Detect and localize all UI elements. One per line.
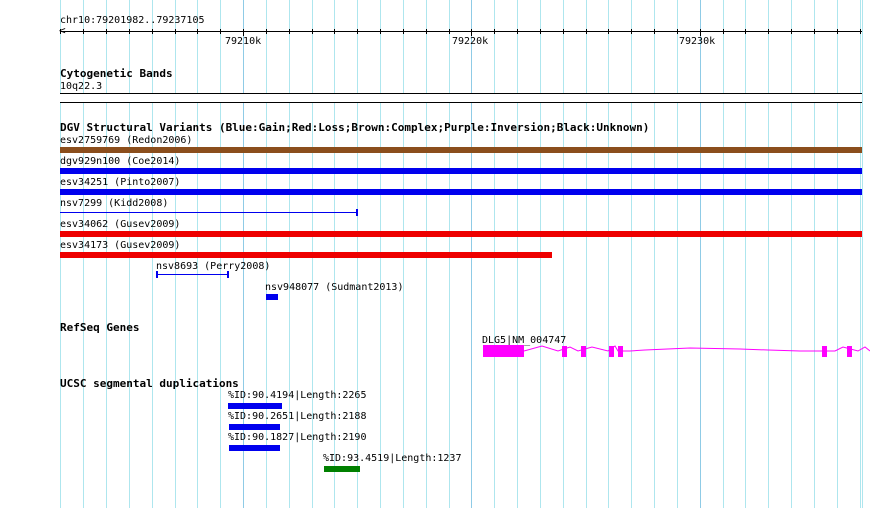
ruler-tick: [106, 29, 107, 34]
exon: [562, 346, 567, 357]
variant-bar[interactable]: [60, 189, 862, 195]
exon: [581, 346, 586, 357]
grid-line: [862, 0, 863, 508]
segdup-label: %ID:90.1827|Length:2190: [228, 432, 367, 443]
ruler-tick: [197, 29, 198, 34]
grid-line: [631, 0, 632, 508]
variant-label: esv34251 (Pinto2007): [60, 177, 181, 188]
variant-bar[interactable]: [156, 274, 228, 275]
ruler-tick: [517, 29, 518, 34]
grid-line: [608, 0, 609, 508]
ruler-axis: [60, 31, 862, 32]
ruler-tick: [266, 29, 267, 34]
variant-label: esv34173 (Gusev2009): [60, 240, 181, 251]
ruler-tick: [654, 29, 655, 34]
exon: [483, 345, 524, 357]
grid-line: [586, 0, 587, 508]
variant-bar[interactable]: [60, 231, 862, 237]
grid-line: [837, 0, 838, 508]
gene-model[interactable]: [480, 340, 870, 362]
ruler-tick: [357, 29, 358, 34]
variant-bar[interactable]: [60, 168, 862, 174]
ruler-tick: [449, 29, 450, 34]
variant-end-tick: [227, 271, 229, 278]
grid-line: [677, 0, 678, 508]
variant-end-tick: [356, 209, 358, 216]
ruler-tick: [723, 29, 724, 34]
grid-line: [654, 0, 655, 508]
ruler-tick: [220, 29, 221, 34]
variant-bar[interactable]: [60, 147, 862, 153]
grid-line: [723, 0, 724, 508]
ruler-tick: [426, 29, 427, 34]
ruler-label: 79220k: [452, 36, 489, 47]
ruler-tick: [334, 29, 335, 34]
ruler-tick: [631, 29, 632, 34]
segdup-label: %ID:93.4519|Length:1237: [323, 453, 462, 464]
variant-label: nsv8693 (Perry2008): [156, 261, 271, 272]
exon: [847, 346, 852, 357]
ruler-tick: [540, 29, 541, 34]
ruler-tick: [745, 29, 746, 34]
exon: [609, 346, 614, 357]
cytoband-bar[interactable]: [60, 93, 862, 103]
ruler-location: chr10:79201982..79237105: [60, 15, 205, 26]
ruler-tick: [791, 29, 792, 34]
ruler-tick: [837, 29, 838, 34]
segdup-bar[interactable]: [229, 445, 280, 451]
ruler-tick: [494, 29, 495, 34]
segdup-bar[interactable]: [228, 403, 282, 409]
track-title-refseq[interactable]: RefSeq Genes: [60, 321, 140, 334]
ruler-tick: [312, 29, 313, 34]
ruler-tick: [175, 29, 176, 34]
ruler-tick: [403, 29, 404, 34]
ruler-label: 79210k: [225, 36, 262, 47]
ruler-tick: [586, 29, 587, 34]
variant-label: esv34062 (Gusev2009): [60, 219, 181, 230]
cytoband-label: 10q22.3: [60, 81, 103, 92]
ruler-label: 79230k: [679, 36, 716, 47]
variant-bar[interactable]: [266, 294, 278, 300]
ruler-tick: [243, 29, 244, 36]
ruler-tick: [471, 29, 472, 36]
ruler-tick: [677, 29, 678, 34]
variant-label: esv2759769 (Redon2006): [60, 135, 193, 146]
ruler-tick: [380, 29, 381, 34]
segdup-label: %ID:90.2651|Length:2188: [228, 411, 367, 422]
segdup-bar[interactable]: [324, 466, 360, 472]
segdup-label: %ID:90.4194|Length:2265: [228, 390, 367, 401]
variant-bar[interactable]: [60, 252, 552, 258]
ruler-tick: [768, 29, 769, 34]
ruler-tick: [289, 29, 290, 34]
ruler-tick: [563, 29, 564, 34]
ruler-tick: [129, 29, 130, 34]
ruler-tick: [60, 29, 61, 34]
ruler-tick: [814, 29, 815, 34]
grid-line: [768, 0, 769, 508]
grid-line: [791, 0, 792, 508]
ruler-tick: [608, 29, 609, 34]
gene-label: DLG5|NM_004747: [482, 335, 567, 346]
ruler-tick: [152, 29, 153, 34]
grid-line: [814, 0, 815, 508]
exon: [618, 346, 623, 357]
grid-line: [563, 0, 564, 508]
scroll-left-arrow-icon[interactable]: <: [59, 24, 66, 37]
grid-line: [860, 0, 861, 508]
ruler-tick: [83, 29, 84, 34]
ruler-tick: [860, 29, 861, 34]
track-title-segdup[interactable]: UCSC segmental duplications: [60, 377, 239, 390]
variant-bar[interactable]: [60, 212, 357, 213]
segdup-bar[interactable]: [229, 424, 280, 430]
variant-label: nsv7299 (Kidd2008): [60, 198, 169, 209]
variant-label: dgv929n100 (Coe2014): [60, 156, 181, 167]
grid-line: [745, 0, 746, 508]
track-title-cytoband[interactable]: Cytogenetic Bands: [60, 67, 173, 80]
exon: [822, 346, 827, 357]
track-title-dgv[interactable]: DGV Structural Variants (Blue:Gain;Red:L…: [60, 121, 650, 134]
ruler-tick: [700, 29, 701, 36]
grid-line: [700, 0, 701, 508]
variant-end-tick: [156, 271, 158, 278]
variant-label: nsv948077 (Sudmant2013): [265, 282, 404, 293]
